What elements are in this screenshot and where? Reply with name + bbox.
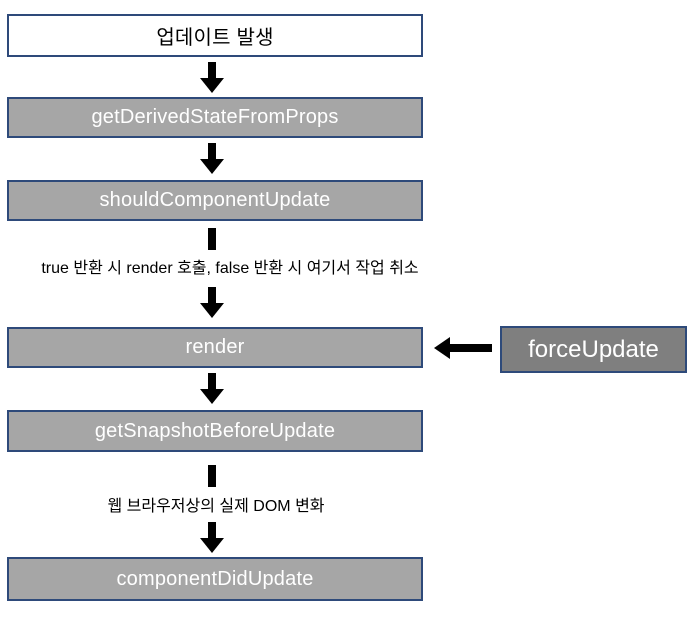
- arrow-head: [200, 159, 224, 174]
- node-component-did-update: componentDidUpdate: [7, 557, 423, 601]
- connector-stem: [208, 465, 216, 487]
- arrow-stem: [208, 62, 216, 78]
- down-arrow-icon: [200, 143, 224, 174]
- node-render: render: [7, 327, 423, 368]
- caption-dom-change-note: 웹 브라우저상의 실제 DOM 변화: [107, 498, 325, 515]
- node-render-label: render: [185, 336, 245, 358]
- arrow-head: [200, 389, 224, 404]
- node-get-derived-state-from-props-label: getDerivedStateFromProps: [91, 106, 339, 128]
- down-arrow-icon: [200, 287, 224, 318]
- left-arrow-icon: [434, 337, 492, 359]
- arrow-stem: [208, 373, 216, 389]
- node-get-snapshot-before-update: getSnapshotBeforeUpdate: [7, 410, 423, 452]
- arrow-head: [200, 538, 224, 553]
- arrow-head: [200, 78, 224, 93]
- node-should-component-update-label: shouldComponentUpdate: [99, 189, 331, 211]
- down-arrow-icon: [200, 522, 224, 553]
- node-should-component-update: shouldComponentUpdate: [7, 180, 423, 221]
- caption-should-component-update-note: true 반환 시 render 호출, false 반환 시 여기서 작업 취…: [41, 260, 419, 277]
- node-force-update: forceUpdate: [500, 326, 687, 373]
- arrow-stem: [208, 522, 216, 538]
- node-force-update-label: forceUpdate: [528, 335, 659, 363]
- node-get-snapshot-before-update-label: getSnapshotBeforeUpdate: [94, 419, 336, 442]
- arrow-head: [200, 303, 224, 318]
- arrow-stem: [208, 143, 216, 159]
- node-update-event-label: 업데이트 발생: [156, 27, 274, 49]
- arrow-head: [434, 337, 450, 359]
- node-component-did-update-label: componentDidUpdate: [116, 567, 314, 590]
- down-arrow-icon: [200, 373, 224, 404]
- arrow-stem: [208, 287, 216, 303]
- node-get-derived-state-from-props: getDerivedStateFromProps: [7, 97, 423, 138]
- arrow-stem: [450, 344, 492, 352]
- connector-stem: [208, 228, 216, 250]
- down-arrow-icon: [200, 62, 224, 93]
- node-update-event: 업데이트 발생: [7, 14, 423, 57]
